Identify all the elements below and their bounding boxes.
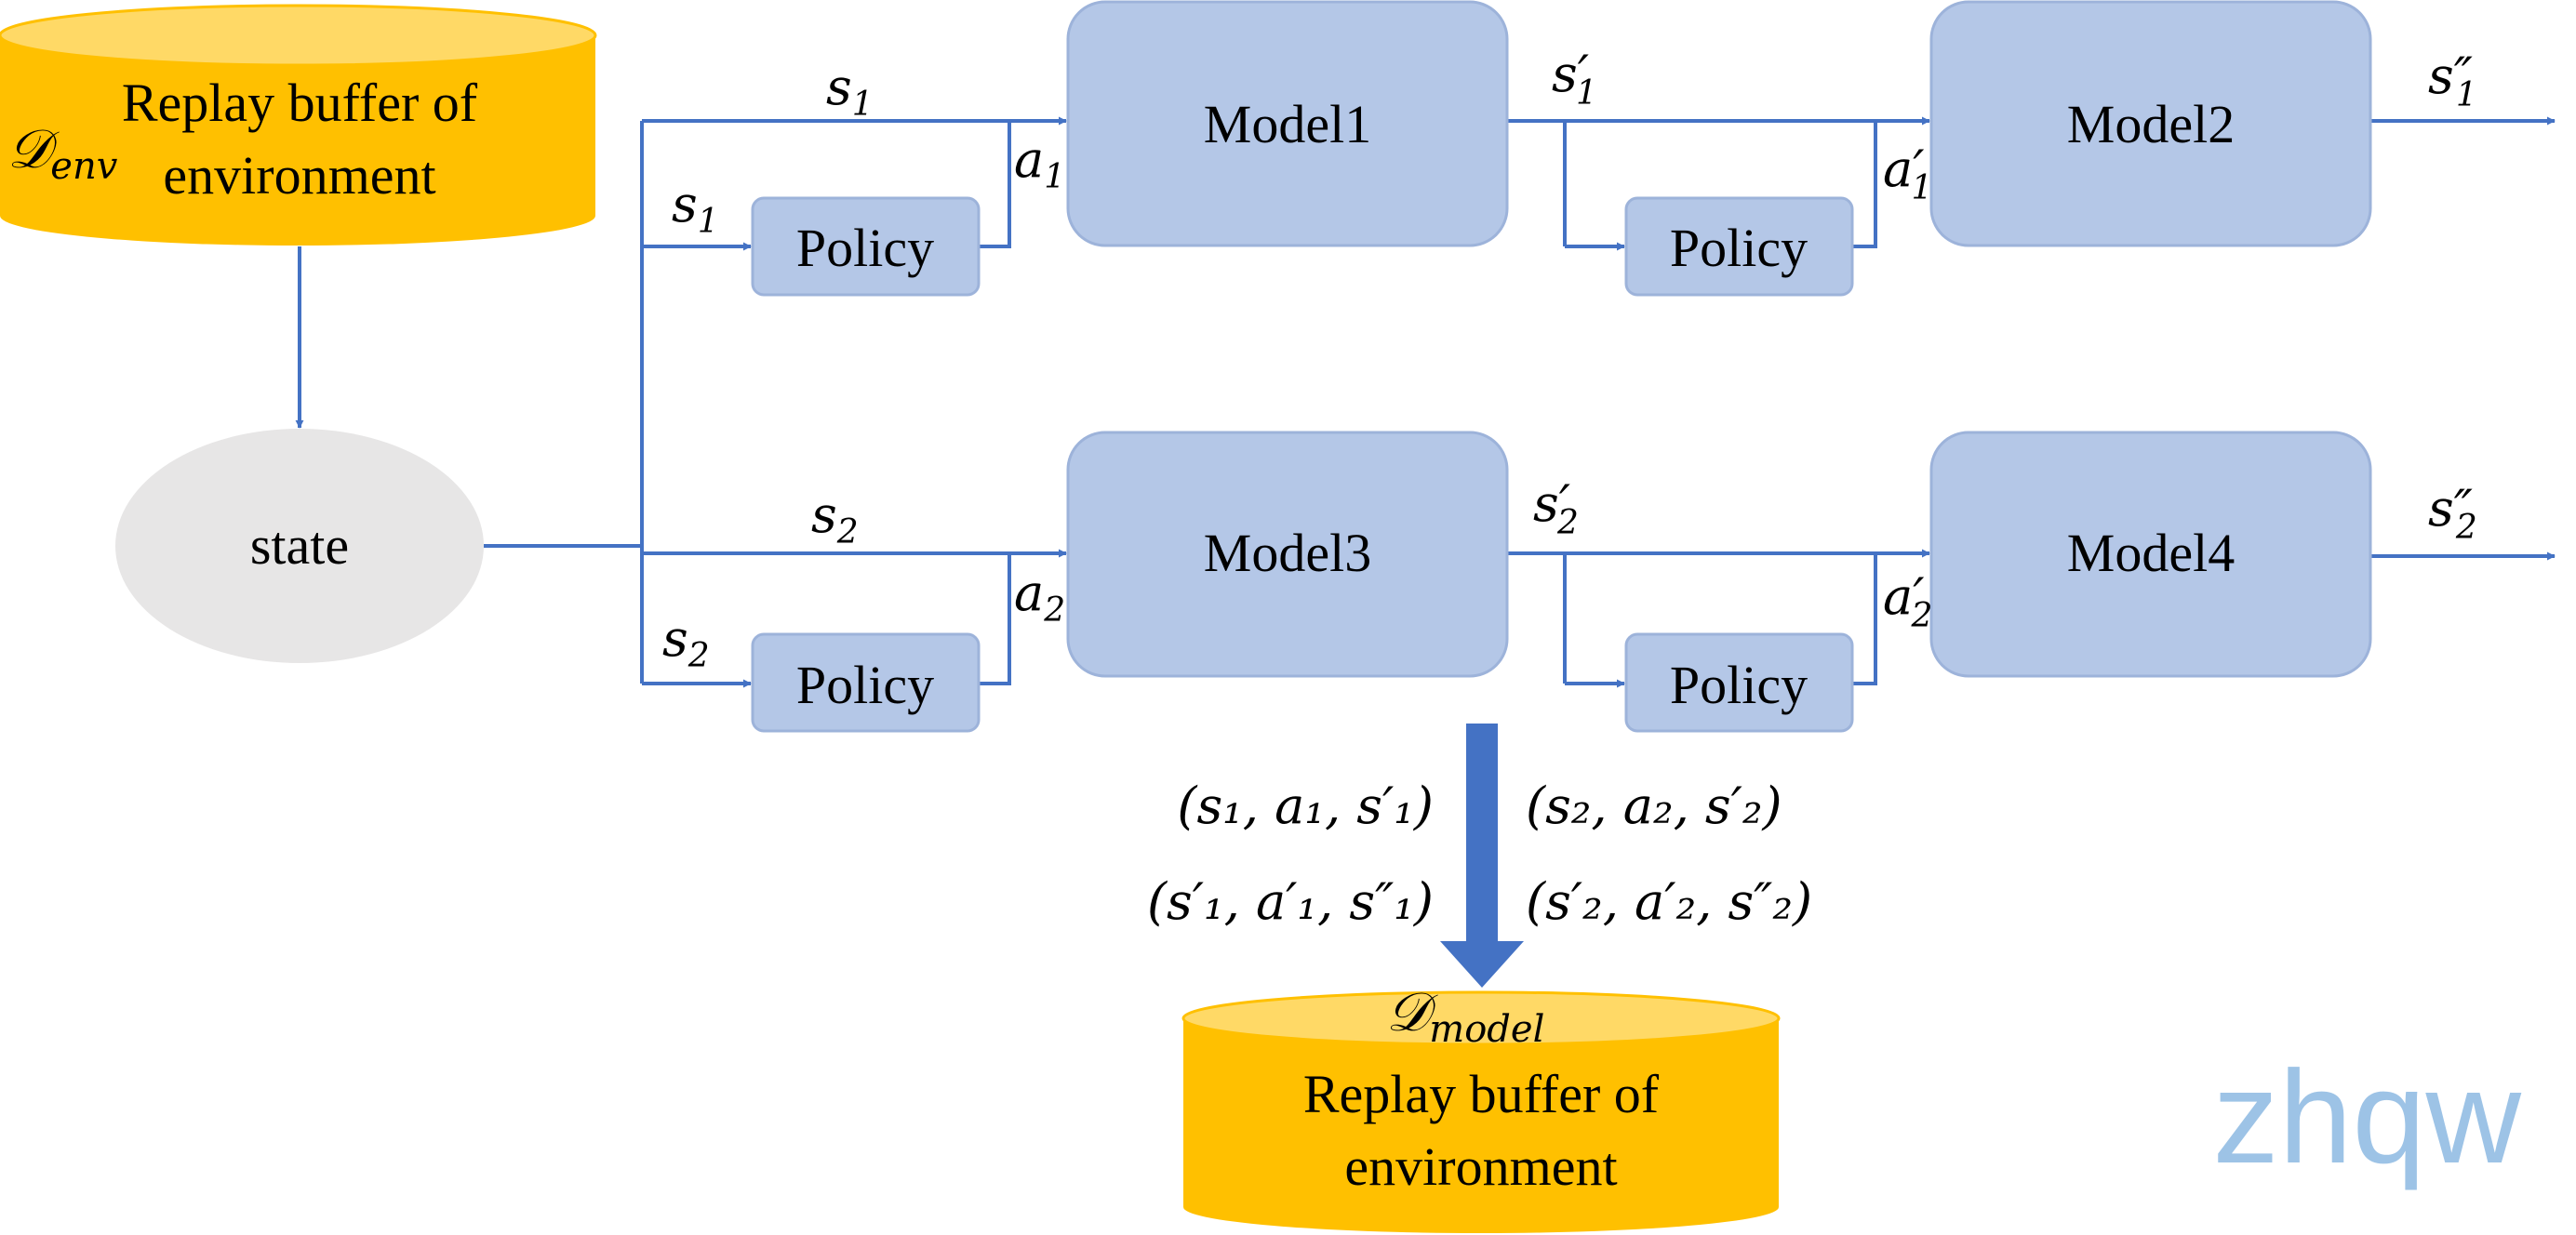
policy-4-label: Policy [1670, 655, 1808, 715]
model-1-label: Model1 [1204, 94, 1371, 154]
model-replay-buffer: 𝒟model Replay buffer of environment [1181, 980, 1781, 1233]
label-a2-prime: a′2 [1883, 567, 1932, 635]
model-4: Model4 [1929, 431, 2372, 678]
label-s2-dprime: s″2 [2428, 479, 2477, 547]
label-s1-dprime: s″1 [2428, 46, 2477, 114]
model-1: Model1 [1066, 0, 1509, 247]
state-label: state [250, 515, 349, 576]
policy-3-label: Policy [796, 655, 934, 715]
state-node: state [115, 429, 484, 663]
label-s1-top: s1 [826, 58, 874, 124]
label-s2-top: s2 [811, 485, 859, 551]
env-buffer-line1: Replay buffer of [122, 73, 478, 133]
model-buffer-line2: environment [1344, 1136, 1617, 1197]
model-3: Model3 [1066, 431, 1509, 678]
policy-3: Policy [751, 632, 981, 733]
tuple-3: (s′₁, a′₁, s″₁) [1147, 872, 1434, 931]
label-a1-prime: a′1 [1883, 139, 1932, 207]
label-a1: a1 [1014, 130, 1065, 196]
tuple-2: (s₂, a₂, s′₂) [1526, 777, 1782, 835]
label-s2-policy: s2 [662, 609, 710, 675]
policy-1: Policy [751, 196, 981, 297]
label-s1-prime: s′1 [1552, 45, 1597, 113]
label-s2-prime: s′2 [1533, 474, 1579, 542]
tuple-4: (s′₂, a′₂, s″₂) [1526, 872, 1812, 931]
model-3-label: Model3 [1204, 523, 1371, 583]
policy-1-label: Policy [796, 218, 934, 278]
policy-4: Policy [1624, 632, 1854, 733]
model-buffer-line1: Replay buffer of [1303, 1064, 1660, 1124]
model-buffer-symbol: 𝒟model [1386, 980, 1544, 1051]
model-4-label: Model4 [2067, 523, 2235, 583]
label-a2: a2 [1014, 564, 1065, 630]
env-replay-buffer: 𝒟env Replay buffer of environment [0, 4, 597, 246]
policy-2-label: Policy [1670, 218, 1808, 278]
env-buffer-line2: environment [163, 145, 435, 206]
label-s1-policy: s1 [672, 175, 719, 241]
model-2-label: Model2 [2067, 94, 2235, 154]
transfer-arrow [1440, 724, 1524, 988]
policy-2: Policy [1624, 196, 1854, 297]
watermark: zhqw [2213, 1043, 2522, 1191]
model-2: Model2 [1929, 0, 2372, 247]
tuple-1: (s₁, a₁, s′₁) [1177, 777, 1434, 835]
connectors [484, 116, 2556, 688]
